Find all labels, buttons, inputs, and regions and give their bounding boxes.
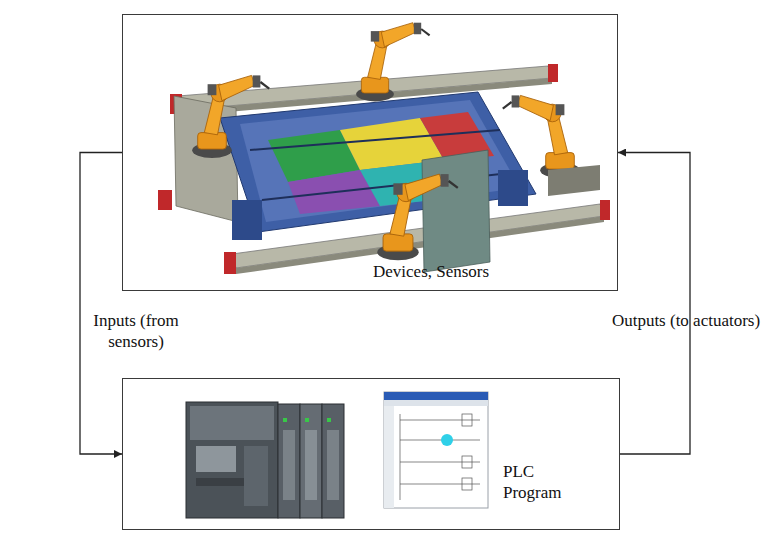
plc-program-screenshot <box>400 462 480 463</box>
plc-program-screenshot <box>462 414 472 426</box>
plc-program-screenshot <box>400 440 480 441</box>
plc-hardware-illustration <box>300 404 322 518</box>
plc-hardware-illustration <box>186 402 344 518</box>
plc-program-screenshot <box>384 400 488 406</box>
robot-symbol <box>503 95 580 177</box>
rail <box>224 252 236 274</box>
plc-hardware-illustration <box>322 404 344 518</box>
plc-program-screenshot <box>400 420 480 421</box>
safety-panel <box>174 96 238 222</box>
robot-cell-illustration <box>158 23 610 274</box>
plc-hardware-illustration <box>244 446 268 506</box>
robot-symbol <box>356 23 430 102</box>
fixture <box>250 130 500 150</box>
node-label: Devices, Sensors <box>373 261 573 282</box>
plc-program-screenshot <box>462 478 472 490</box>
plc-program-screenshot <box>462 456 472 468</box>
node-box: Devices, Sensors <box>122 14 618 291</box>
plc-program-screenshot <box>384 392 488 508</box>
node-box: PLC Program <box>122 378 620 530</box>
plc-program-screenshot <box>400 414 401 500</box>
plc-program-screenshot <box>400 484 480 485</box>
fixture <box>232 200 262 240</box>
signal-label: Inputs (from sensors) <box>66 310 206 352</box>
plc-hardware-illustration <box>305 418 309 422</box>
safety-panel <box>422 150 490 272</box>
plc-hardware-illustration <box>283 418 287 422</box>
plc-hardware-illustration <box>190 406 274 440</box>
signal-arrow <box>618 153 690 455</box>
safety-panel <box>158 190 172 210</box>
plc-program-screenshot <box>384 392 488 508</box>
rail <box>548 64 558 82</box>
safety-panel <box>158 96 238 222</box>
signal-label: Outputs (to actuators) <box>608 310 764 331</box>
rail <box>232 204 604 268</box>
rail <box>600 200 610 220</box>
plc-hardware-illustration <box>196 446 236 472</box>
robot-symbol <box>377 174 458 260</box>
plc-hardware-illustration <box>305 430 317 500</box>
plc-program-screenshot <box>384 406 394 508</box>
robot-symbol <box>192 75 269 157</box>
plc-program-screenshot <box>384 392 488 400</box>
plc-program-screenshot <box>441 434 453 446</box>
plc-hardware-illustration <box>327 430 339 500</box>
plc-hardware-illustration <box>283 430 295 500</box>
safety-panel <box>422 150 490 272</box>
plc-hardware-illustration <box>327 418 331 422</box>
node-label: PLC Program <box>503 461 583 503</box>
plc-hardware-illustration <box>278 404 300 518</box>
robot-pedestal <box>548 165 600 196</box>
plc-hardware-illustration <box>186 402 278 518</box>
signal-arrow <box>80 153 122 455</box>
fixture <box>498 170 528 206</box>
